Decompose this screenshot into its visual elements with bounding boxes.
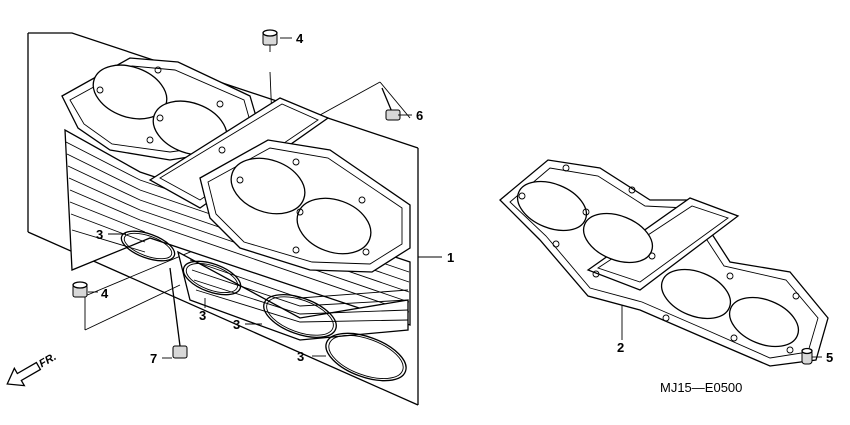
bolt-7 xyxy=(169,267,188,359)
callout-part-3: 3 xyxy=(96,227,103,242)
callout-part-3: 3 xyxy=(297,349,304,364)
callout-part-3: 3 xyxy=(199,308,206,323)
cap-nut-4-top xyxy=(262,29,278,52)
callout-part-1: 1 xyxy=(447,250,454,265)
bolt-6 xyxy=(381,87,401,121)
front-direction-label: FR. xyxy=(37,351,58,370)
leader-lines xyxy=(88,37,822,359)
callout-part-5: 5 xyxy=(826,350,833,365)
callout-part-4: 4 xyxy=(101,286,109,301)
callout-part-7: 7 xyxy=(150,351,157,366)
cap-nut-4-bottom xyxy=(72,281,88,298)
callouts: 1 2 3 3 3 3 4 4 5 6 7 xyxy=(96,31,833,366)
callout-part-3: 3 xyxy=(233,317,240,332)
callout-part-2: 2 xyxy=(617,340,624,355)
arrow-left-icon xyxy=(6,361,42,387)
callout-part-4: 4 xyxy=(296,31,304,46)
cylinder-head-gasket xyxy=(499,159,829,367)
o-rings xyxy=(120,230,407,382)
front-direction-arrow: FR. xyxy=(6,351,58,387)
callout-part-6: 6 xyxy=(416,108,423,123)
cylinder-block xyxy=(61,57,411,341)
dowel-pin-5 xyxy=(801,347,813,365)
diagram-reference-code: MJ15—E0500 xyxy=(660,380,742,395)
